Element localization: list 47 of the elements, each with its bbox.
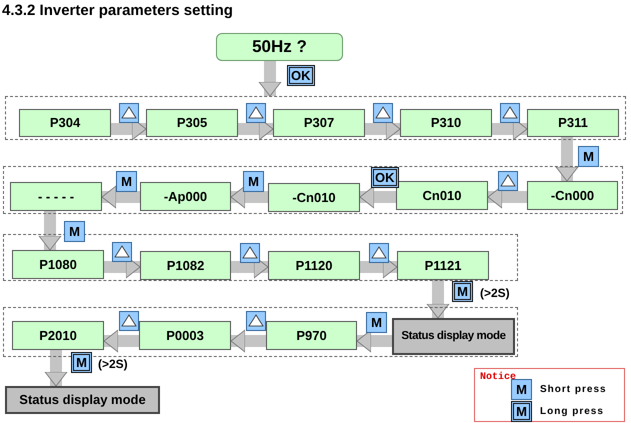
- key-badge: M: [243, 171, 264, 192]
- group-frame: [5, 96, 626, 140]
- block-arrow: [426, 280, 450, 318]
- parameter-box: P0003: [139, 321, 231, 350]
- block-arrow: [38, 211, 62, 250]
- key-badge: OK: [287, 65, 314, 86]
- block-arrow: [230, 186, 268, 208]
- parameter-box: P970: [266, 321, 357, 350]
- status-box: Status display mode: [392, 318, 515, 355]
- parameter-box: P1120: [268, 251, 360, 280]
- block-arrow: [102, 186, 140, 208]
- key-badge: M: [511, 401, 532, 422]
- parameter-box: P311: [527, 109, 619, 137]
- parameter-box: - - - - -: [10, 182, 102, 211]
- parameter-box: -Ap000: [140, 182, 231, 211]
- parameter-box: P1082: [140, 251, 231, 280]
- parameter-box: -Cn000: [527, 181, 618, 210]
- key-badge: M: [578, 146, 599, 167]
- key-badge: M: [366, 312, 387, 333]
- start-box: 50Hz ?: [216, 33, 343, 61]
- key-badge: M: [116, 171, 137, 192]
- block-arrow: [230, 330, 266, 352]
- block-arrow: [556, 137, 578, 182]
- duration-note: (>2S): [98, 356, 128, 373]
- parameter-box: P304: [19, 109, 111, 137]
- parameter-box: P1080: [12, 250, 104, 279]
- block-arrow: [360, 186, 396, 208]
- status-box: Status display mode: [5, 386, 160, 414]
- key-badge: M: [511, 379, 532, 400]
- key-badge: OK: [371, 167, 398, 188]
- duration-note: (>2S): [480, 285, 510, 302]
- key-badge: M: [64, 221, 85, 242]
- parameter-box: P2010: [12, 321, 104, 350]
- key-badge: M: [71, 352, 92, 373]
- legend-text: Long press: [540, 405, 604, 419]
- parameter-box: -Cn010: [268, 183, 360, 212]
- legend-text: Short press: [540, 383, 607, 397]
- block-arrow: [258, 61, 282, 96]
- parameter-box: P307: [273, 109, 365, 137]
- parameter-box: Cn010: [396, 181, 488, 210]
- parameter-box: P1121: [397, 251, 489, 280]
- group-frame: [3, 307, 518, 357]
- parameter-box: P310: [400, 109, 492, 137]
- block-arrow: [104, 330, 139, 352]
- key-badge: M: [452, 281, 473, 302]
- parameter-box: P305: [146, 109, 238, 137]
- section-title: 4.3.2 Inverter parameters setting: [2, 1, 233, 21]
